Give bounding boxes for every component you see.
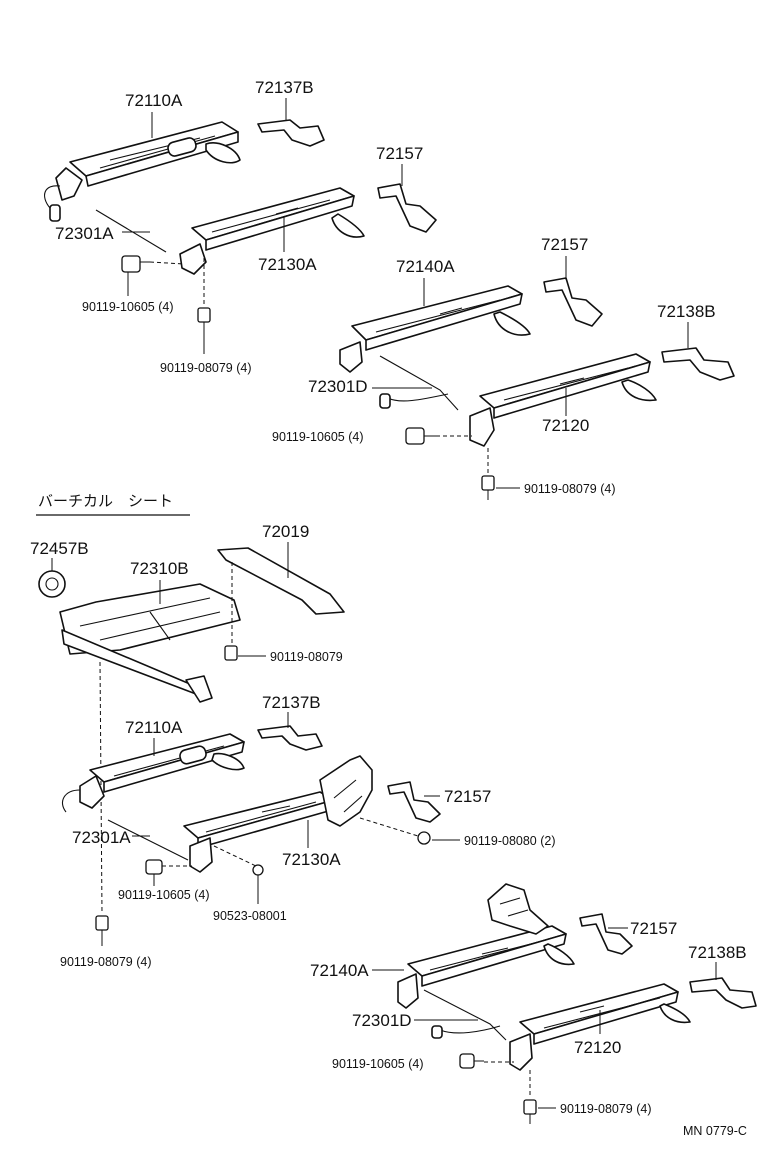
part-72019-link bbox=[217, 547, 345, 615]
part-72310b-frame bbox=[59, 583, 241, 703]
part-72157-bracket-b bbox=[543, 277, 603, 327]
part-72137b-bracket-lower bbox=[257, 725, 323, 751]
part-72301d-cable bbox=[379, 355, 459, 411]
part-72140a-track bbox=[339, 285, 531, 373]
section-heading: バーチカル シート bbox=[38, 493, 173, 510]
label-90523-08001: 90523-08001 bbox=[213, 909, 287, 923]
part-72120-track-lower bbox=[509, 983, 691, 1071]
label-72137b: 72137B bbox=[255, 78, 314, 97]
bolt-90119-08080-icon bbox=[417, 831, 431, 845]
label-72120: 72120 bbox=[542, 416, 589, 435]
part-72138b-bracket-lower bbox=[689, 977, 757, 1009]
label-90119-10605-lower-b: 90119-10605 (4) bbox=[332, 1057, 424, 1071]
part-72157-bracket-a bbox=[377, 183, 437, 233]
label-72138b: 72138B bbox=[657, 302, 716, 321]
label-72301d: 72301D bbox=[308, 377, 368, 396]
label-90119-08080: 90119-08080 (2) bbox=[464, 834, 556, 848]
upper-assembly: 72110A 72137B 72157 72130A 72301A 90 bbox=[44, 78, 735, 500]
label-90119-10605-a: 90119-10605 (4) bbox=[82, 300, 174, 314]
bolt-90119-10605-icon bbox=[121, 255, 150, 273]
label-90119-08079-b: 90119-08079 (4) bbox=[524, 482, 616, 496]
lower-assembly: 72457B 72310B 72019 90119-08079 bbox=[30, 522, 757, 1124]
part-72138b-bracket bbox=[661, 347, 735, 381]
label-72019: 72019 bbox=[262, 522, 309, 541]
part-72120-track bbox=[469, 353, 657, 447]
label-72140a: 72140A bbox=[396, 257, 455, 276]
part-72130a-track bbox=[179, 187, 365, 275]
part-72137b-bracket bbox=[257, 119, 325, 147]
bolt-90119-08079-b-icon bbox=[481, 475, 495, 500]
label-72157-lower-b: 72157 bbox=[630, 919, 677, 938]
part-72140a-track-lower bbox=[397, 883, 575, 1009]
label-72301d-lower: 72301D bbox=[352, 1011, 412, 1030]
nut-90523-08001-icon bbox=[252, 864, 264, 876]
part-72301a-cable bbox=[95, 209, 167, 253]
label-72157-lower-a: 72157 bbox=[444, 787, 491, 806]
label-72157-b: 72157 bbox=[541, 235, 588, 254]
label-72110a: 72110A bbox=[125, 91, 183, 110]
label-72157-a: 72157 bbox=[376, 144, 423, 163]
label-72137b-lower: 72137B bbox=[262, 693, 321, 712]
bolt-90119-08079-lower-b-icon bbox=[523, 1099, 537, 1124]
label-90119-08079-lower: 90119-08079 (4) bbox=[60, 955, 152, 969]
part-72157-bracket-lower-a bbox=[387, 781, 441, 823]
label-90119-08079-a: 90119-08079 (4) bbox=[160, 361, 252, 375]
label-90119-08079-lower-b: 90119-08079 (4) bbox=[560, 1102, 652, 1116]
bolt-90119-10605-lower-b-icon bbox=[459, 1053, 484, 1069]
part-72110a-track bbox=[44, 121, 241, 222]
bolt-90119-10605-b-icon bbox=[405, 427, 436, 445]
label-72120-lower: 72120 bbox=[574, 1038, 621, 1057]
bolt-90119-08079-icon bbox=[197, 307, 211, 354]
label-72140a-lower: 72140A bbox=[310, 961, 369, 980]
part-72110a-track-lower bbox=[62, 733, 245, 813]
part-72301d-cable-lower bbox=[423, 989, 507, 1041]
part-72157-bracket-lower-b bbox=[579, 913, 633, 955]
label-72310b: 72310B bbox=[130, 559, 189, 578]
bolt-90119-10605-lower-icon bbox=[145, 859, 163, 875]
label-72301a: 72301A bbox=[55, 224, 114, 243]
label-72130a: 72130A bbox=[258, 255, 317, 274]
part-72130a-track-lower bbox=[183, 755, 373, 873]
label-72130a-lower: 72130A bbox=[282, 850, 341, 869]
label-72110a-lower: 72110A bbox=[125, 718, 183, 737]
part-72457b-knob-icon bbox=[38, 570, 66, 598]
label-90119-08079-single: 90119-08079 bbox=[270, 650, 343, 664]
label-72301a-lower: 72301A bbox=[72, 828, 131, 847]
label-90119-10605-lower: 90119-10605 (4) bbox=[118, 888, 210, 902]
part-72301a-cable-lower bbox=[107, 819, 189, 861]
bolt-90119-08079-lower-icon bbox=[95, 915, 109, 946]
bolt-90119-08079-single-icon bbox=[224, 645, 238, 661]
label-72457b: 72457B bbox=[30, 539, 89, 558]
diagram-code: MN 0779-C bbox=[683, 1124, 747, 1138]
label-90119-10605-b: 90119-10605 (4) bbox=[272, 430, 364, 444]
label-72138b-lower: 72138B bbox=[688, 943, 747, 962]
